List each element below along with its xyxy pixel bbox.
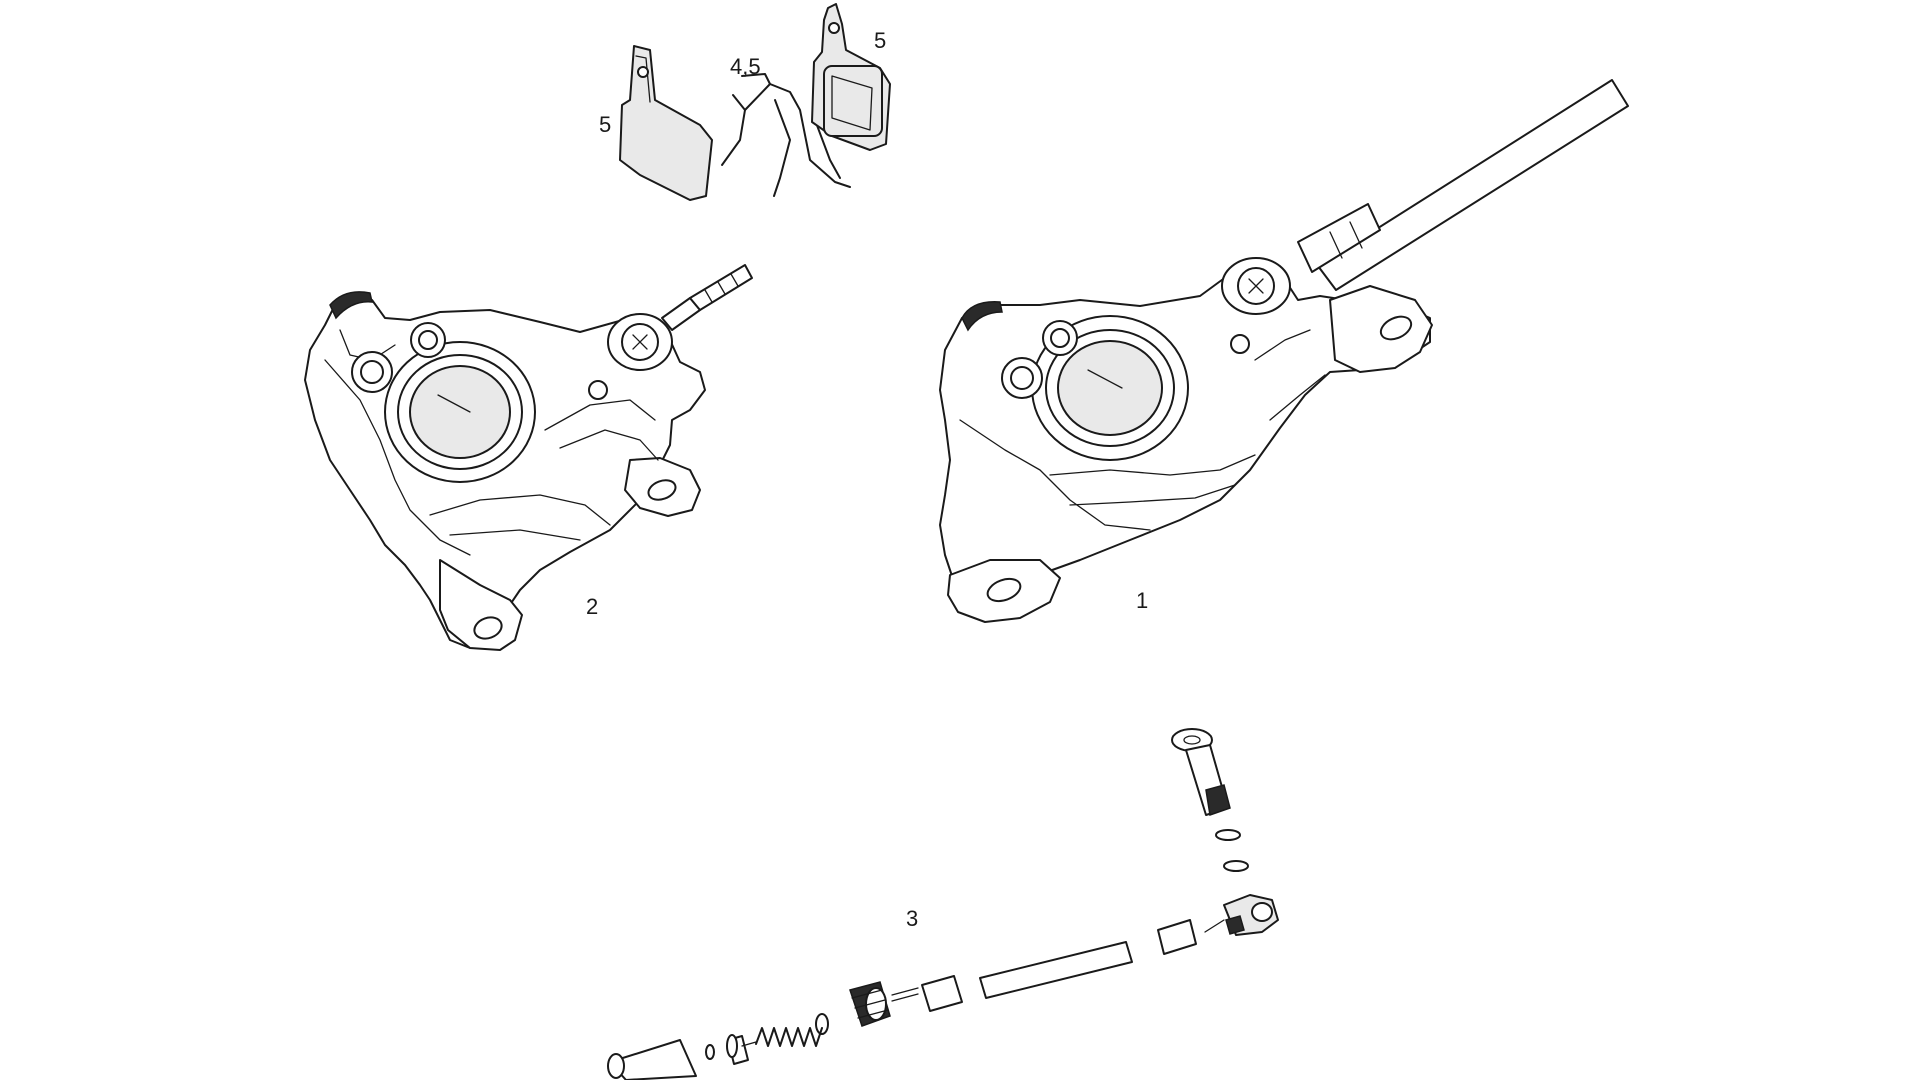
callout-caliper-rear: 1 — [1136, 588, 1148, 613]
callout-pad-left: 5 — [599, 112, 611, 137]
valve-piece — [726, 1034, 757, 1065]
caliper-rear — [939, 79, 1629, 623]
callout-caliper-front: 2 — [586, 594, 598, 619]
callout-spring-clip: 4,5 — [730, 54, 761, 79]
spring-clip — [721, 73, 851, 197]
brake-pad-right — [811, 3, 891, 151]
callout-pad-right: 5 — [874, 28, 886, 53]
connector-sleeve — [1157, 919, 1197, 955]
barbed-insert — [891, 987, 919, 1002]
washer — [815, 1013, 829, 1035]
o-ring-top — [1215, 829, 1241, 841]
hose-fitting-kit — [607, 728, 1279, 1080]
banjo-fitting — [1204, 894, 1279, 936]
seal-ring — [705, 1044, 715, 1060]
callout-hose-fittings: 3 — [906, 906, 918, 931]
compression-nut — [849, 981, 891, 1027]
hose-section — [979, 941, 1133, 999]
spring — [755, 1027, 823, 1047]
olive — [921, 975, 963, 1012]
banjo-bolt — [1171, 728, 1231, 817]
brake-pad-left — [619, 45, 713, 201]
o-ring-bottom — [1223, 860, 1249, 872]
end-cap — [607, 1039, 697, 1080]
caliper-front — [304, 264, 753, 651]
